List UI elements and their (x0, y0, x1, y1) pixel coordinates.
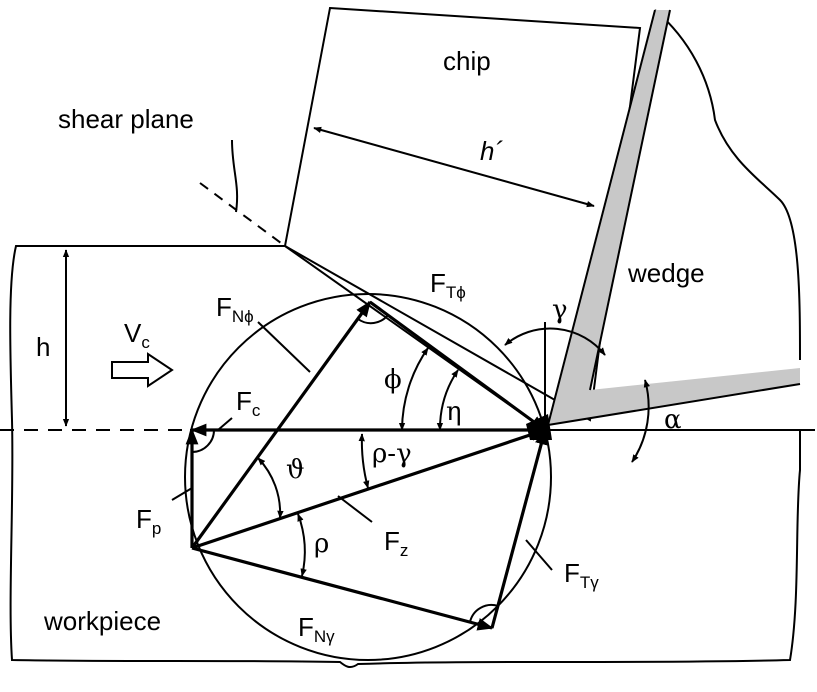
chip-label: chip (443, 46, 491, 76)
alpha-label: α (664, 405, 682, 435)
fnphi-vector (190, 300, 372, 549)
shear-plane-label: shear plane (58, 104, 194, 134)
wedge-label: wedge (627, 258, 705, 288)
ftgamma-vector (490, 428, 548, 629)
fnphi-leader (257, 321, 311, 373)
wedge-face (547, 9, 656, 426)
right-angle-phi (357, 314, 389, 325)
h-prime-label: h´ (480, 136, 503, 166)
wedge-inner-face (589, 9, 671, 391)
eta-arc (436, 369, 459, 431)
fp-main: F (136, 504, 152, 534)
rho-gamma-label: ρ-γ (372, 439, 412, 469)
fp-leader (171, 487, 193, 501)
fngamma-main: F (298, 612, 314, 642)
gamma-label: γ (552, 295, 568, 325)
rho-arc (297, 513, 307, 577)
fc-sub: c (252, 401, 261, 420)
theta-label: ϑ (286, 455, 305, 485)
ftgamma-sub: Tγ (580, 573, 599, 592)
fz-main: F (384, 526, 400, 556)
ftgamma-label: FTγ (564, 558, 599, 592)
fc-label: Fc (236, 386, 261, 420)
vc-sub: c (141, 333, 150, 352)
vc-arrow (111, 352, 174, 388)
ftphi-label: FTϕ (430, 268, 466, 302)
force-circle (184, 293, 552, 661)
fz-leader (337, 495, 373, 523)
fngamma-vector (191, 546, 494, 631)
gamma-arc (504, 327, 606, 356)
h-prime-dimension (313, 126, 595, 208)
right-angle-gamma (469, 604, 499, 623)
fc-main: F (236, 386, 252, 416)
ftphi-vector (369, 300, 547, 432)
workpiece-outline (9, 245, 801, 669)
fp-sub: p (152, 519, 161, 538)
eta-label: η (446, 397, 462, 427)
fnphi-label: FNϕ (216, 292, 254, 326)
fc-leader (217, 417, 233, 431)
tool-tip (526, 414, 552, 440)
ftphi-main: F (430, 268, 446, 298)
chip-body (283, 6, 642, 422)
rho-gamma-arc (358, 433, 370, 489)
phi-arc (398, 347, 429, 431)
ftgamma-main: F (564, 558, 580, 588)
right-angle-fc-fp (191, 429, 215, 453)
fz-label: Fz (384, 526, 408, 560)
fnphi-main: F (216, 292, 232, 322)
rho-label: ρ (314, 529, 329, 559)
alpha-arc (631, 379, 651, 463)
wedge-flank (547, 383, 801, 426)
vc-label: Vc (124, 318, 150, 352)
vc-main: V (124, 318, 142, 348)
fngamma-sub: Nγ (314, 627, 335, 646)
phi-label: ϕ (384, 365, 402, 395)
wedge-outline (654, 9, 801, 361)
workpiece-label: workpiece (43, 606, 161, 636)
ftgamma-leader (525, 539, 553, 571)
fp-label: Fp (136, 504, 161, 538)
h-label: h (36, 332, 50, 362)
theta-arc (257, 457, 284, 519)
shear-plane-leader (231, 139, 239, 213)
fngamma-label: FNγ (298, 612, 335, 646)
fz-vector (191, 428, 547, 550)
shear-plane-dashed (199, 182, 286, 247)
fnphi-sub: Nϕ (232, 307, 254, 326)
fz-sub: z (400, 541, 409, 560)
ftphi-sub: Tϕ (446, 283, 466, 302)
wedge-coating (548, 10, 800, 425)
